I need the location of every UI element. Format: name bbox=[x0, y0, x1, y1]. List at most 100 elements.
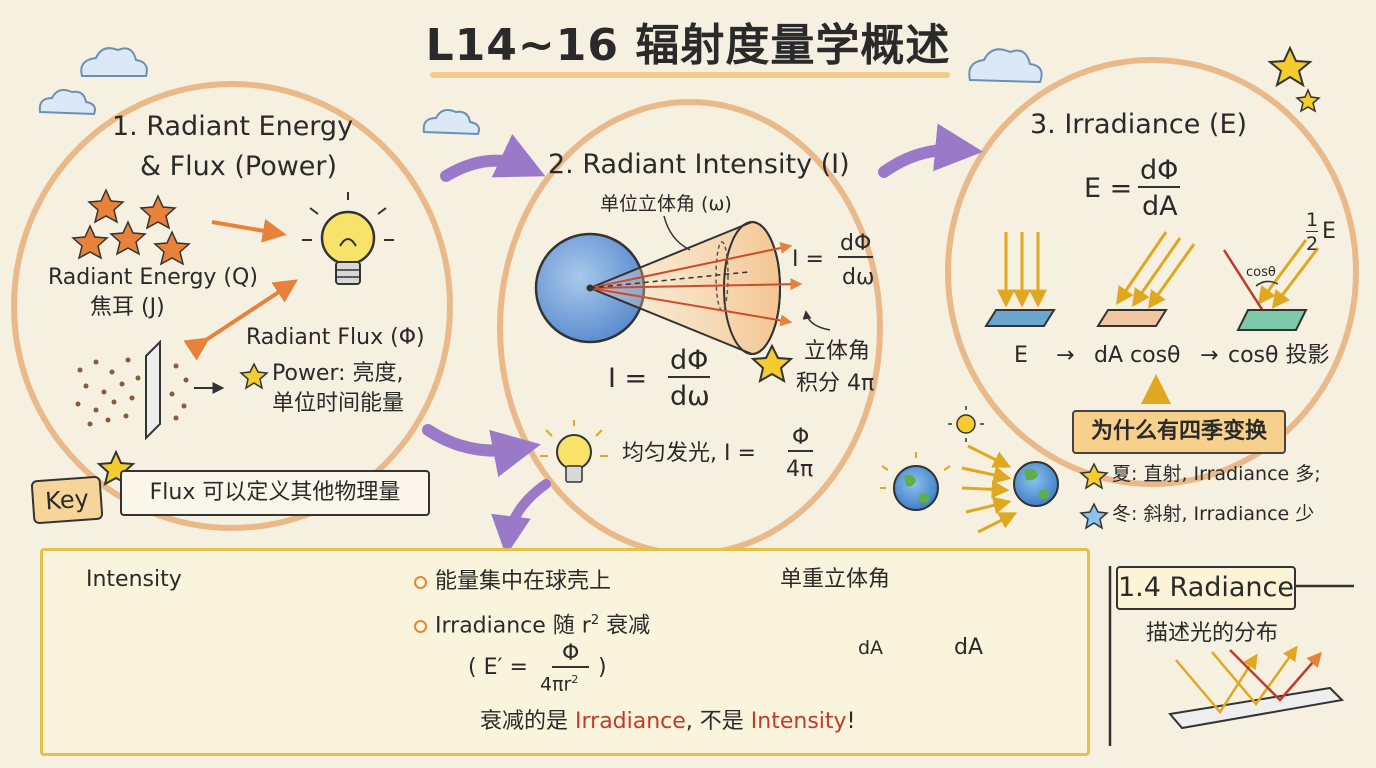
warning-b: , 不是 bbox=[685, 709, 751, 734]
cos-theta-label: cosθ bbox=[1246, 265, 1276, 280]
star-icon bbox=[750, 343, 794, 384]
surface-patch bbox=[1236, 309, 1308, 331]
intensity-formula-left-den: dω bbox=[670, 381, 710, 412]
falloff-formula-den-a: 4πr bbox=[540, 673, 572, 696]
light-bulb-icon bbox=[540, 420, 608, 483]
section2-heading: 2. Radiant Intensity (I) bbox=[548, 149, 850, 180]
flux-plane bbox=[145, 339, 161, 441]
section1-heading-line1: 1. Radiant Energy bbox=[112, 111, 354, 142]
cloud-icon bbox=[968, 48, 1043, 84]
point-falloff-b: 衰减 bbox=[599, 613, 651, 639]
point-shell: 能量集中在球壳上 bbox=[414, 569, 612, 594]
row-projection: cosθ 投影 bbox=[1228, 343, 1330, 368]
falloff-formula-rhs: ) bbox=[598, 655, 607, 680]
flux-label: Radiant Flux (Φ) bbox=[246, 325, 425, 350]
warning-irradiance: Irradiance bbox=[575, 709, 686, 734]
why-seasons-box: 为什么有四季变换 bbox=[1072, 410, 1286, 454]
star-icon bbox=[1079, 462, 1109, 490]
double-arrow bbox=[183, 279, 299, 361]
row-arrow1: → bbox=[1056, 343, 1075, 368]
solid-angle-label: 单位立体角 (ω) bbox=[600, 193, 732, 215]
arrow-icon bbox=[878, 123, 984, 178]
cloud-icon bbox=[80, 47, 148, 77]
cloud-icon bbox=[422, 109, 480, 136]
star-icon bbox=[109, 220, 147, 256]
intensity-label: Intensity bbox=[86, 567, 182, 592]
point-falloff-a: Irradiance 随 r bbox=[435, 613, 591, 639]
uniform-num: Φ bbox=[788, 425, 814, 453]
point-falloff: Irradiance 随 r2 衰减 bbox=[414, 613, 651, 639]
warning-text: 衰减的是 Irradiance, 不是 Intensity! bbox=[480, 709, 856, 734]
section1-ring bbox=[11, 81, 453, 531]
irradiance-formula-den: dA bbox=[1142, 191, 1178, 222]
cloud-icon bbox=[38, 89, 96, 116]
warning-c: ! bbox=[846, 709, 856, 734]
inverse-square-panel bbox=[40, 548, 1090, 756]
falloff-formula-lhs: ( E′ = bbox=[468, 655, 528, 680]
uniform-label: 均匀发光, I = bbox=[622, 441, 756, 466]
intensity-formula-right-den: dω bbox=[842, 265, 875, 290]
da-label-cone: dA bbox=[858, 637, 884, 659]
irradiance-formula-lhs: E = bbox=[1084, 173, 1133, 204]
key-tag: Key bbox=[30, 475, 104, 525]
page-title: L14~16 辐射度量学概述 bbox=[425, 20, 951, 71]
irradiance-formula-num: dΦ bbox=[1138, 155, 1181, 188]
arrow-icon bbox=[211, 218, 287, 243]
surface-patch bbox=[984, 309, 1056, 327]
warning-intensity: Intensity bbox=[750, 709, 847, 734]
bracket bbox=[1108, 566, 1354, 746]
star-icon bbox=[239, 362, 269, 390]
intensity-formula-left-num: dΦ bbox=[668, 345, 711, 378]
star-icon bbox=[87, 188, 125, 224]
pointer-line bbox=[663, 215, 691, 251]
star-icon bbox=[139, 194, 177, 230]
point-shell-text: 能量集中在球壳上 bbox=[435, 569, 612, 594]
surface-patch bbox=[1096, 309, 1168, 327]
intensity-formula-right-lhs: I = bbox=[792, 247, 824, 272]
power-line2: 单位时间能量 bbox=[272, 391, 405, 416]
falloff-formula-den: 4πr2 bbox=[540, 673, 579, 696]
sun-rays bbox=[961, 444, 1018, 534]
row-e: E bbox=[1014, 343, 1028, 368]
falloff-formula-num: Φ bbox=[552, 641, 590, 669]
earth-icon bbox=[1013, 461, 1059, 507]
warning-a: 衰减的是 bbox=[480, 709, 575, 734]
intensity-formula-left-lhs: I = bbox=[608, 363, 648, 394]
section1-heading-line2: & Flux (Power) bbox=[140, 151, 338, 182]
irradiance-normal bbox=[997, 232, 1047, 308]
energy-stars bbox=[71, 188, 191, 266]
bullet-icon bbox=[414, 619, 427, 633]
half-e-den: 2 bbox=[1306, 233, 1319, 255]
single-solid-angle-label: 单重立体角 bbox=[780, 567, 891, 592]
star-icon bbox=[1267, 45, 1313, 88]
star-icon bbox=[1295, 88, 1321, 113]
radiance-desc: 描述光的分布 bbox=[1146, 621, 1279, 646]
summer-note: 夏: 直射, Irradiance 多; bbox=[1112, 463, 1321, 485]
uniform-den: 4π bbox=[786, 457, 814, 482]
half-e-suffix: E bbox=[1322, 219, 1336, 244]
irradiance-cos bbox=[1257, 239, 1320, 309]
da-label-sphere: dA bbox=[954, 635, 984, 660]
title-underline bbox=[430, 72, 950, 78]
reflection-surface bbox=[1168, 686, 1345, 730]
integral-line1: 立体角 bbox=[804, 339, 871, 364]
section3-ring bbox=[945, 57, 1359, 487]
star-icon bbox=[1079, 502, 1109, 530]
winter-note: 冬: 斜射, Irradiance 少 bbox=[1112, 503, 1315, 525]
arrow-icon bbox=[491, 479, 551, 556]
light-bulb-icon bbox=[302, 192, 394, 285]
star-icon bbox=[71, 224, 109, 260]
flux-note: Flux 可以定义其他物理量 bbox=[120, 470, 430, 516]
arrow-icon bbox=[422, 424, 541, 477]
power-line1: Power: 亮度, bbox=[272, 361, 404, 386]
intensity-formula-right-num: dΦ bbox=[838, 231, 874, 259]
energy-particles bbox=[75, 357, 189, 427]
radiance-tag: 1.4 Radiance bbox=[1116, 566, 1296, 610]
integral-line2: 积分 4π bbox=[796, 371, 875, 396]
arrow-icon bbox=[440, 133, 546, 182]
half-e-num: 1 bbox=[1306, 209, 1319, 232]
star-icon bbox=[153, 230, 191, 266]
pointer-line bbox=[802, 310, 831, 331]
falloff-formula-den-sup: 2 bbox=[571, 673, 579, 686]
irradiance-oblique bbox=[1115, 231, 1196, 309]
